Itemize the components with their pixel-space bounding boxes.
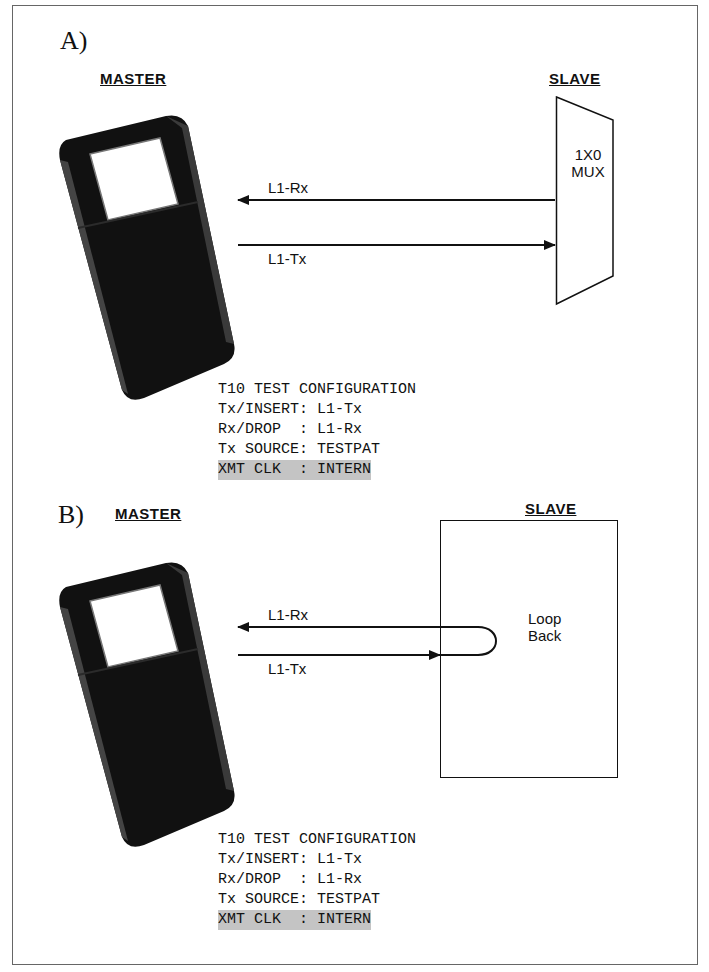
node-heading: MASTER — [100, 70, 166, 87]
slave-outline — [440, 520, 618, 778]
config-line: Tx SOURCE: TESTPAT — [218, 440, 380, 460]
tester-body — [59, 562, 234, 846]
tester-edge — [166, 563, 234, 791]
config-line: Tx/INSERT: L1-Tx — [218, 400, 362, 420]
mux-box: SLAVE1X0 MUX — [555, 70, 625, 302]
loop-picture — [440, 613, 510, 677]
tester-illustration — [48, 98, 238, 408]
tester-screen — [90, 585, 178, 667]
tester-picture — [48, 98, 238, 412]
node-heading: MASTER — [115, 505, 181, 522]
tester-device: MASTER — [48, 505, 238, 865]
tester-illustration — [48, 545, 238, 855]
tester-body — [59, 115, 234, 399]
signal-label: L1-Rx — [266, 179, 310, 196]
tester-line — [78, 202, 198, 228]
mux-outline — [555, 96, 617, 306]
tester-screen — [90, 138, 178, 220]
panel-letter: A) — [60, 26, 87, 56]
signal-label: L1-Rx — [266, 606, 310, 623]
node-heading: SLAVE — [525, 500, 576, 517]
config-line: Tx/INSERT: L1-Tx — [218, 850, 362, 870]
tester-edge — [166, 116, 234, 344]
tester-device: MASTER — [48, 70, 238, 400]
config-line: T10 TEST CONFIGURATION — [218, 830, 416, 850]
tester-line — [78, 649, 198, 675]
loop-label: Loop Back — [528, 610, 584, 645]
signal-arrow — [238, 199, 555, 201]
config-line: Rx/DROP : L1-Rx — [218, 420, 362, 440]
config-line: Rx/DROP : L1-Rx — [218, 870, 362, 890]
slave-box: SLAVE Loop Back — [440, 500, 618, 778]
config-line: XMT CLK : INTERN — [218, 460, 371, 480]
signal-label: L1-Tx — [266, 660, 308, 677]
signal-label: L1-Tx — [266, 250, 308, 267]
signal-arrow — [238, 654, 440, 656]
config-line: XMT CLK : INTERN — [218, 910, 371, 930]
tester-picture — [48, 545, 238, 859]
signal-arrow — [238, 244, 555, 246]
loop-back-curve — [440, 613, 510, 673]
mux-label: 1X0 MUX — [565, 146, 611, 181]
signal-arrow — [238, 626, 440, 628]
node-heading: SLAVE — [549, 70, 600, 87]
config-line: T10 TEST CONFIGURATION — [218, 380, 416, 400]
panel-letter: B) — [58, 500, 84, 530]
mux-shape — [555, 96, 617, 310]
config-line: Tx SOURCE: TESTPAT — [218, 890, 380, 910]
